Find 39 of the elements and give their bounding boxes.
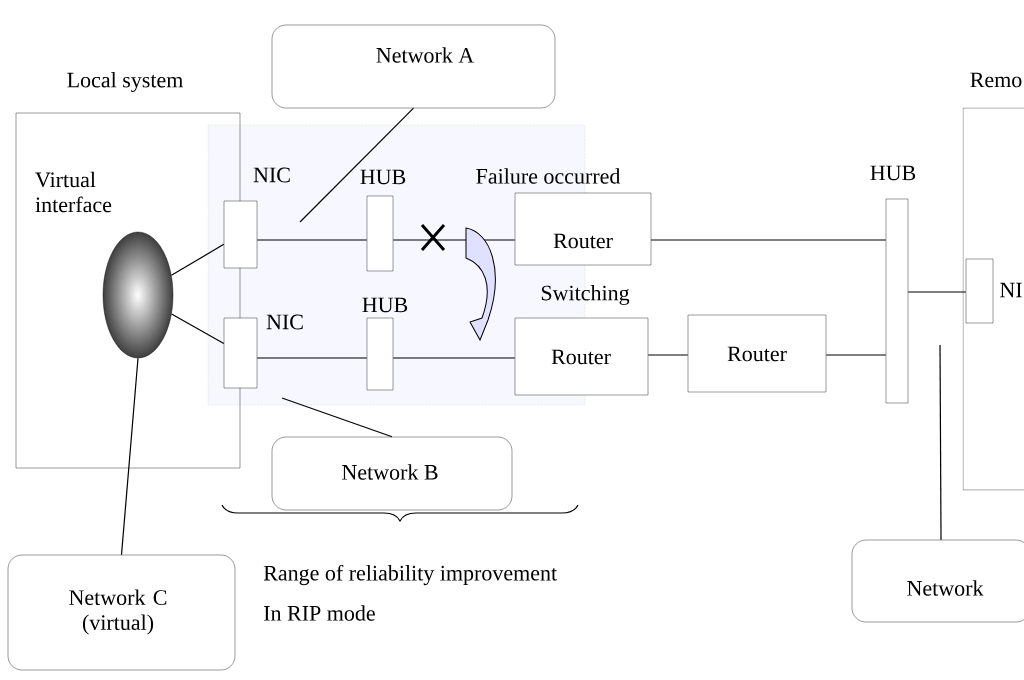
callout-bubble: Network A (271, 24, 556, 109)
range-note: Range of reliability improvement (263, 564, 557, 586)
node-label: NIC (253, 167, 290, 183)
device-box: HUB (360, 169, 406, 272)
connector-line (256, 239, 368, 241)
connector-line (650, 239, 887, 241)
device-box: Router (514, 192, 652, 266)
node-label: Local system (67, 72, 184, 93)
node-label: Remo (970, 72, 1022, 88)
device-box: Switching Router (514, 285, 649, 396)
connector-line (170, 313, 225, 345)
failure-label: Failure occurred (476, 168, 621, 184)
callout-bubble: Network B (271, 436, 513, 511)
virtual-interface-ellipse (102, 231, 174, 359)
range-note: In RIP mode (264, 605, 375, 621)
device-box: HUB (870, 165, 916, 404)
device-box: NIC (223, 167, 290, 269)
device-box: NIC (223, 314, 303, 389)
device-box: Router (687, 314, 827, 393)
connector-line (647, 354, 689, 356)
device-box: NI (965, 258, 1022, 324)
leader-line (281, 397, 393, 438)
connector-line (170, 243, 225, 276)
node-label: NIC (266, 314, 303, 330)
callout-bubble: Network C (virtual) (7, 554, 236, 671)
node-label: HUB (360, 169, 406, 185)
callout-bubble: Network (851, 539, 1024, 623)
connector-line (825, 354, 887, 356)
connector-line (392, 357, 516, 359)
connector-line (256, 357, 368, 359)
leader-line (120, 357, 139, 556)
connector-line (907, 291, 967, 293)
leader-line (299, 107, 415, 223)
node-label: Switching (541, 285, 630, 306)
device-box: HUB (362, 297, 408, 391)
node-label: NI (1000, 282, 1022, 298)
node-label: HUB (870, 165, 916, 181)
leader-line (939, 344, 942, 541)
node-label: HUB (362, 297, 408, 313)
